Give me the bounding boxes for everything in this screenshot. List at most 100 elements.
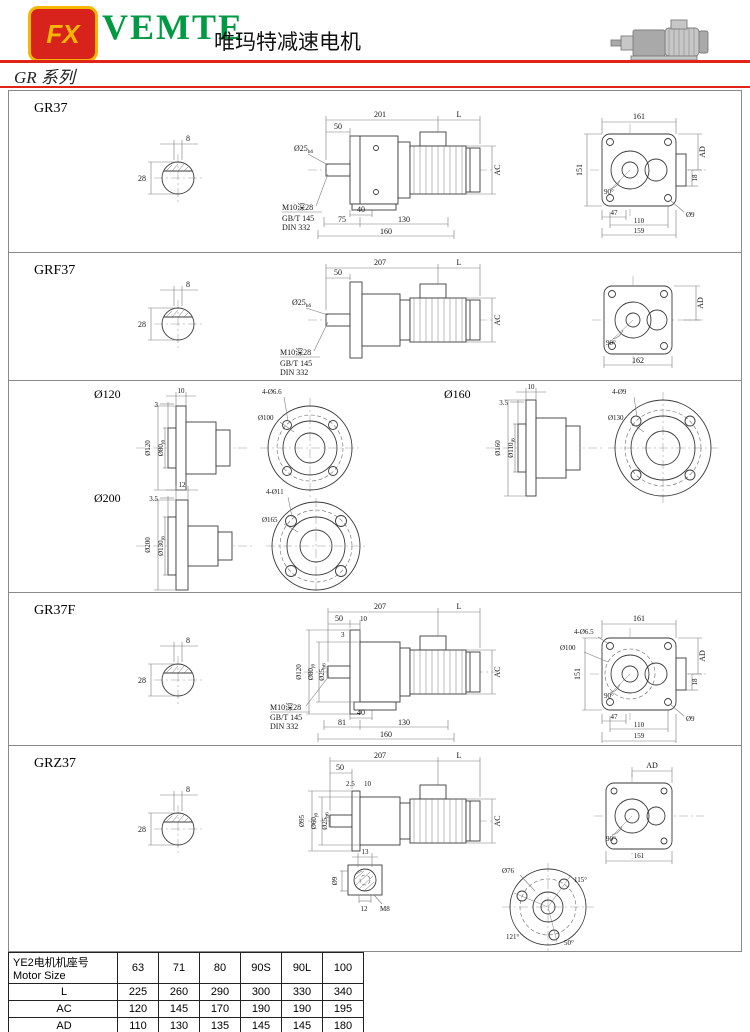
dim-161: 161 xyxy=(634,852,645,860)
dim-ad: AD xyxy=(696,297,705,309)
dim-161: 161 xyxy=(633,614,645,623)
table-cell: 145 xyxy=(281,1017,323,1032)
header-rule xyxy=(0,60,750,63)
table-cell: 225 xyxy=(117,983,159,1001)
dim-spigot-dia: Ø110j6 xyxy=(507,438,517,458)
dim-12: 12 xyxy=(361,905,369,913)
dim-13: 13 xyxy=(362,848,370,856)
label-shaft-dia: Ø25h6 xyxy=(292,298,312,309)
end-view: 161 4-Ø6.5 Ø100 AD 151 90° 18 47 Ø9 110 … xyxy=(560,614,707,743)
dim-162: 162 xyxy=(632,356,644,365)
dim-ad: AD xyxy=(698,650,707,662)
table-cell: 120 xyxy=(117,1000,159,1018)
dim-110: 110 xyxy=(634,721,645,729)
flange-title: Ø200 xyxy=(94,491,121,505)
table-cell: 330 xyxy=(281,983,323,1001)
flange-200: Ø200 12 3.5 Ø200 Ø130j6 4-Ø11 Ø165 xyxy=(94,481,366,591)
dim-spigot-dia: Ø130j6 xyxy=(157,536,167,556)
dim-hole-dia: Ø9 xyxy=(686,715,695,723)
section-gr37: GR37 8 28 201 L 50 Ø25h6 xyxy=(34,101,707,239)
section-gr37f: GR37F 8 28 207 L 50 10 3 xyxy=(34,602,707,743)
row-label: AD xyxy=(8,1017,118,1032)
dim-shaft-length: 50 xyxy=(336,763,344,772)
dim-key-depth: 28 xyxy=(138,825,146,834)
side-view: 207 L 50 10 3 Ø120 Ø80j6 Ø25h6 AC M10深28… xyxy=(270,602,502,742)
dim-ac: AC xyxy=(493,666,502,677)
angle-50: 50° xyxy=(564,939,574,947)
table-header-cn: YE2电机机座号 xyxy=(13,957,89,969)
dim-151: 151 xyxy=(575,164,584,176)
motor-size-table: YE2电机机座号 Motor Size 63 71 80 90S 90L 100… xyxy=(8,952,364,1032)
series-rule xyxy=(0,86,750,88)
section-divider xyxy=(8,745,742,746)
dim-plate: 10 xyxy=(528,383,536,391)
dim-ac: AC xyxy=(493,314,502,325)
table-cell: 135 xyxy=(199,1017,241,1032)
dim-key-depth: 28 xyxy=(138,320,146,329)
dim-shaft-length: 50 xyxy=(334,268,342,277)
label-bolt-holes: 4-Ø11 xyxy=(266,488,284,496)
section-divider xyxy=(8,252,742,253)
table-cell: 290 xyxy=(199,983,241,1001)
flange-160: Ø160 10 3.5 Ø160 Ø110j6 4-Ø9 Ø130 xyxy=(444,383,718,504)
table-row: AC 120 145 170 190 190 195 xyxy=(8,1000,364,1018)
table-size-cell: 90S xyxy=(240,952,282,984)
product-photo-motor xyxy=(610,19,709,61)
section-flanges: Ø120 10 3 Ø120 Ø80j6 4-Ø6.6 Ø100 Ø160 xyxy=(94,383,718,591)
dim-spigot-depth: 3 xyxy=(155,401,159,409)
dim-159: 159 xyxy=(634,227,645,235)
label-shaft-dia: Ø25h6 xyxy=(318,663,328,681)
note-standard: GB/T 145 xyxy=(280,359,312,368)
dim-159: 159 xyxy=(634,732,645,740)
side-view: 201 L 50 Ø25h6 AC M10深28 GB/T 145 DIN 33… xyxy=(282,110,502,239)
dim-motor-length: L xyxy=(457,110,462,119)
table-cell: 180 xyxy=(322,1017,364,1032)
dim-151: 151 xyxy=(573,668,582,680)
table-cell: 190 xyxy=(281,1000,323,1018)
note-din: DIN 332 xyxy=(270,722,298,731)
dim-spigot-depth: 3 xyxy=(341,631,345,639)
label-bolt-circle: Ø100 xyxy=(560,644,576,652)
row-label: L xyxy=(8,983,118,1001)
drawing-frame xyxy=(8,90,742,952)
dim-motor-length: L xyxy=(457,258,462,267)
dim-hub-dia: Ø76 xyxy=(502,867,515,875)
dim-40: 40 xyxy=(357,708,365,717)
dim-130: 130 xyxy=(398,215,410,224)
table-cell: 190 xyxy=(240,1000,282,1018)
label-m8: M8 xyxy=(380,905,390,913)
shaft-end-view: 8 28 xyxy=(138,280,204,348)
table-cell: 300 xyxy=(240,983,282,1001)
dim-2-5: 2.5 xyxy=(346,780,355,788)
brand-logo-text: FX xyxy=(46,18,80,49)
table-header-row: YE2电机机座号 Motor Size 63 71 80 90S 90L 100 xyxy=(8,952,364,984)
dim-shaft-length: 50 xyxy=(334,122,342,131)
shaft-end-view: 8 28 xyxy=(138,134,204,202)
dim-81: 81 xyxy=(338,718,346,727)
dim-bore: Ø9 xyxy=(331,876,339,885)
table-size-cell: 80 xyxy=(199,952,241,984)
section-title: GR37F xyxy=(34,603,75,618)
dim-flange-od: Ø200 xyxy=(144,537,152,553)
dim-47: 47 xyxy=(611,713,619,721)
dim-10: 10 xyxy=(364,780,372,788)
shaft-end-view: 8 28 xyxy=(138,636,204,704)
flange-title: Ø160 xyxy=(444,387,471,401)
section-title: GRZ37 xyxy=(34,756,76,771)
dim-spigot-dia: Ø80j6 xyxy=(307,664,317,681)
note-din: DIN 332 xyxy=(280,368,308,377)
angle-90: 90° xyxy=(606,835,616,843)
table-size-cell: 100 xyxy=(322,952,364,984)
table-size-cell: 90L xyxy=(281,952,323,984)
dim-ad: AD xyxy=(646,761,658,770)
dim-18: 18 xyxy=(691,678,699,686)
angle-121: 121° xyxy=(506,933,520,941)
brand-name: VEMTE xyxy=(102,7,245,47)
note-tap: M10深28 xyxy=(280,348,311,357)
shaft-end-view: 8 28 xyxy=(138,785,204,853)
table-cell: 260 xyxy=(158,983,200,1001)
table-size-cell: 63 xyxy=(117,952,159,984)
dim-ad: AD xyxy=(698,146,707,158)
table-cell: 145 xyxy=(158,1000,200,1018)
